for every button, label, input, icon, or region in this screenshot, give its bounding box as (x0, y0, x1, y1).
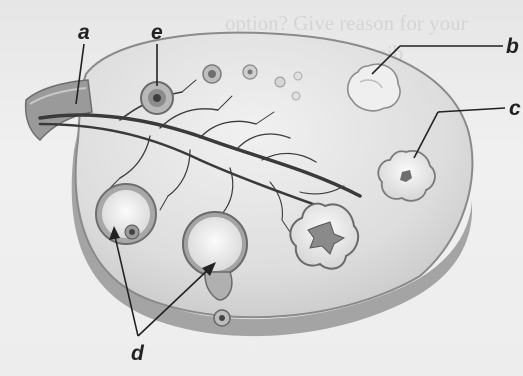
developing-follicle-left (96, 184, 156, 244)
label-a: a (78, 22, 90, 43)
label-e: e (151, 22, 163, 43)
primary-follicle-e (141, 82, 173, 114)
label-d: d (131, 343, 144, 364)
label-c: c (509, 98, 521, 119)
label-b: b (506, 36, 519, 57)
